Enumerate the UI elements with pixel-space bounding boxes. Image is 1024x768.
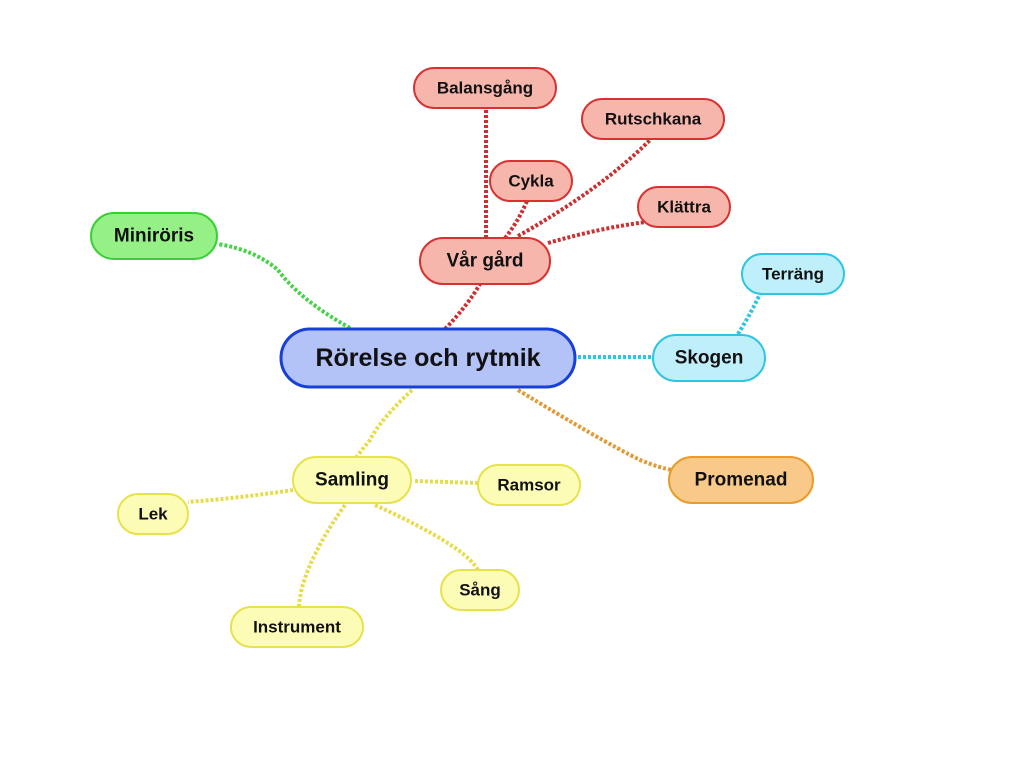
node-klattra-label: Klättra (657, 198, 711, 217)
node-cykla-label: Cykla (508, 172, 554, 191)
node-terrang-box (741, 253, 845, 295)
node-instrument[interactable]: Instrument (230, 606, 364, 648)
node-rutschkana-label: Rutschkana (605, 110, 702, 129)
node-skogen[interactable]: Skogen (652, 334, 766, 382)
node-miniroris[interactable]: Miniröris (90, 212, 218, 260)
node-klattra[interactable]: Klättra (637, 186, 731, 228)
node-terrang-label: Terräng (762, 265, 824, 284)
mind-map-nodes: Rörelse och rytmik Vår gård BalansgångRuts… (90, 67, 845, 648)
node-promenad-label: Promenad (695, 470, 788, 491)
node-promenad-box (668, 456, 814, 504)
node-rutschkana-box (581, 98, 725, 140)
link-root-to-miniroris (217, 242, 351, 330)
node-lek[interactable]: Lek (117, 493, 189, 535)
node-var-gard[interactable]: Vår gård (419, 237, 551, 285)
node-lek-label: Lek (138, 505, 168, 524)
link-var-gard-to-klattra (547, 220, 647, 245)
node-balansgang-box (413, 67, 557, 109)
node-skogen-label: Skogen (675, 348, 744, 369)
node-root-label: Rörelse och rytmik (315, 344, 540, 372)
node-ramsor-label: Ramsor (497, 476, 561, 495)
node-instrument-box (230, 606, 364, 648)
node-cykla-box (489, 160, 573, 202)
node-skogen-box (652, 334, 766, 382)
node-sang-label: Sång (459, 581, 501, 600)
node-sang-box (440, 569, 520, 611)
node-terrang[interactable]: Terräng (741, 253, 845, 295)
link-samling-to-ramsor (414, 479, 479, 485)
link-samling-to-sang (374, 503, 480, 572)
link-var-gard-to-cykla (503, 200, 529, 240)
link-samling-to-lek (187, 488, 294, 504)
node-samling[interactable]: Samling (292, 456, 412, 504)
node-ramsor-box (477, 464, 581, 506)
node-samling-box (292, 456, 412, 504)
node-var-gard-label: Vår gård (446, 251, 523, 272)
node-balansgang-label: Balansgång (437, 79, 533, 98)
node-lek-box (117, 493, 189, 535)
link-root-to-var-gard (443, 283, 482, 331)
link-var-gard-to-rutschkana (517, 138, 652, 238)
node-miniroris-box (90, 212, 218, 260)
link-root-to-promenad (516, 388, 673, 472)
node-ramsor[interactable]: Ramsor (477, 464, 581, 506)
node-instrument-label: Instrument (253, 618, 341, 637)
node-root[interactable]: Rörelse och rytmik (279, 327, 577, 389)
mind-map-links (187, 108, 762, 607)
node-rutschkana[interactable]: Rutschkana (581, 98, 725, 140)
node-promenad[interactable]: Promenad (668, 456, 814, 504)
node-klattra-box (637, 186, 731, 228)
node-balansgang[interactable]: Balansgång (413, 67, 557, 109)
node-sang[interactable]: Sång (440, 569, 520, 611)
node-cykla[interactable]: Cykla (489, 160, 573, 202)
node-var-gard-box (419, 237, 551, 285)
link-skogen-to-terrang (736, 293, 762, 336)
link-samling-to-instrument (297, 503, 347, 607)
node-miniroris-label: Miniröris (114, 226, 194, 247)
node-root-box (279, 327, 577, 389)
link-root-to-samling (354, 388, 414, 460)
node-samling-label: Samling (315, 470, 389, 491)
